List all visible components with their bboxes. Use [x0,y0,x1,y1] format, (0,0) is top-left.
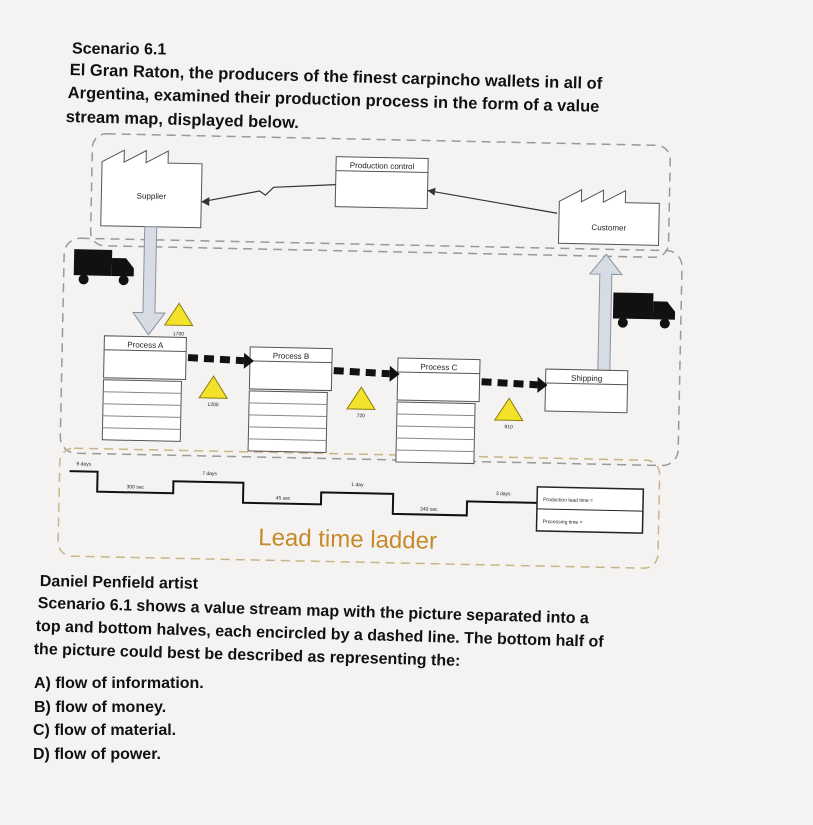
lead-time-ladder-title: Lead time ladder [258,524,437,555]
ladder-time-1: 300 sec [126,484,144,490]
shipment-arrow-supplier [131,226,166,336]
customer-label: Customer [591,223,626,233]
svg-text:1700: 1700 [173,331,184,337]
customer-factory-icon [557,188,660,246]
production-control-box [334,156,429,210]
ladder-days-3: 1 day [351,482,364,488]
inventory-triangle-cs: 910 [493,397,524,430]
lead-time-region [57,447,661,569]
truck-icon-supplier [73,249,134,286]
process-b-label: Process B [273,351,310,361]
shipping-box: Shipping [544,368,629,414]
option-c: C) flow of material. [33,722,177,739]
process-a-box: Process A [101,335,187,442]
electronic-info-arrow-supplier [201,184,336,203]
ladder-time-3: 240 sec [420,506,438,512]
option-b: B) flow of money. [34,699,167,716]
production-lead-time-label: Production lead time = [543,497,593,504]
info-arrow-customer [427,189,558,214]
inventory-triangle-ab: 1200 [198,375,229,408]
ladder-days-4: 3 days [496,491,511,497]
push-arrow-cs [481,376,548,393]
option-a: A) flow of information. [34,675,204,692]
supplier-factory-icon [100,149,203,229]
process-c-box: Process C [395,357,481,465]
inventory-triangle-bc: 720 [346,386,376,419]
shipment-arrow-customer [588,253,623,377]
shipping-label: Shipping [571,374,602,384]
ladder-time-2: 45 sec [276,495,291,501]
lead-time-summary-box: Production lead time = Processing time = [535,486,645,534]
process-c-label: Process C [420,362,457,372]
truck-icon-customer [612,292,676,329]
svg-text:910: 910 [504,424,513,430]
process-b-box: Process B [247,346,333,453]
ladder-days-2: 7 days [202,471,217,477]
information-flow-region [89,133,672,259]
production-control-label: Production control [350,161,415,171]
push-arrow-ab [187,352,254,369]
supplier-label: Supplier [137,191,167,201]
svg-text:720: 720 [357,413,366,419]
lead-time-ladder-line [69,470,538,517]
artist-credit: Daniel Penfield artist [39,572,199,593]
option-d: D) flow of power. [33,746,161,763]
process-a-label: Process A [127,340,164,350]
inventory-triangle-a: 1700 [163,302,194,337]
material-flow-region [59,237,683,467]
push-arrow-bc [333,365,400,382]
ladder-days-1: 9 days [76,461,91,467]
processing-time-label: Processing time = [543,519,583,526]
svg-text:1200: 1200 [207,402,218,408]
